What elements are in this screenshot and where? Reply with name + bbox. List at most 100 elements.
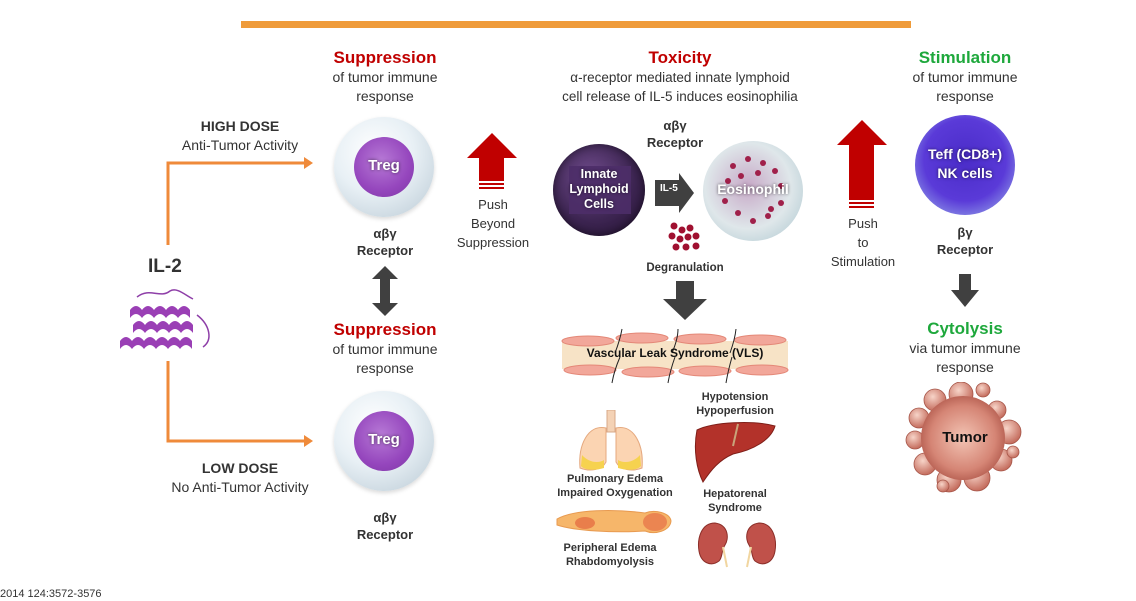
push-to-label: Push to Stimulation xyxy=(818,214,908,271)
suppression-top-line1: of tumor immune xyxy=(332,69,438,85)
kidneys-icon xyxy=(698,522,776,568)
receptor-greek: αβγ xyxy=(373,510,397,525)
bidirectional-arrow-icon xyxy=(372,266,398,316)
high-dose-title: HIGH DOSE xyxy=(200,118,280,134)
low-dose-arrow xyxy=(166,361,313,447)
toxicity-title: Toxicity xyxy=(648,48,712,67)
receptor-greek: αβγ xyxy=(373,226,397,241)
peripheral-line1: Peripheral Edema xyxy=(563,542,657,554)
low-dose-subtitle: No Anti-Tumor Activity xyxy=(171,479,309,495)
high-dose-label: HIGH DOSE Anti-Tumor Activity xyxy=(150,116,330,155)
high-dose-arrow xyxy=(166,157,313,245)
treg-bottom-label: Treg xyxy=(368,431,400,448)
innate-lymphoid-cell: Innate Lymphoid Cells xyxy=(553,144,645,236)
receptor-label: Receptor xyxy=(356,527,414,542)
stimulation-title: Stimulation xyxy=(918,48,1012,67)
receptor-label: Receptor xyxy=(356,243,414,258)
push-beyond-red-arrow-icon xyxy=(467,133,517,189)
toxicity-receptor: αβγ Receptor xyxy=(625,117,725,151)
receptor-greek: αβγ xyxy=(663,118,687,133)
arm-icon xyxy=(556,510,672,534)
suppression-bottom-heading: Suppression of tumor immune response xyxy=(305,320,465,378)
low-dose-title: LOW DOSE xyxy=(201,460,279,476)
toxicity-heading: Toxicity α-receptor mediated innate lymp… xyxy=(535,48,825,106)
toxicity-line2: cell release of IL-5 induces eosinophili… xyxy=(562,89,798,104)
ilc-label-2: Lymphoid xyxy=(569,182,629,196)
push-beyond-line3: Suppression xyxy=(456,235,530,250)
pulmonary-line1: Pulmonary Edema xyxy=(567,473,663,485)
degranulation-label: Degranulation xyxy=(646,262,724,274)
lungs-icon xyxy=(579,410,643,471)
hepatorenal-line2: Syndrome xyxy=(708,502,762,514)
down-arrow-icon xyxy=(951,274,979,307)
pulmonary-label: Pulmonary Edema Impaired Oxygenation xyxy=(545,472,685,500)
hepatorenal-label: Hepatorenal Syndrome xyxy=(680,487,790,515)
peripheral-line2: Rhabdomyolysis xyxy=(565,556,655,568)
stimulation-heading: Stimulation of tumor immune response xyxy=(885,48,1045,106)
suppression-top-heading: Suppression of tumor immune response xyxy=(305,48,465,106)
eosinophil-granules xyxy=(722,156,784,224)
treg-nucleus xyxy=(354,137,414,197)
stimulation-line1: of tumor immune xyxy=(912,69,1018,85)
eosinophil-cell: Eosinophil xyxy=(703,141,803,241)
suppression-top-title: Suppression xyxy=(333,48,437,67)
push-to-line1: Push xyxy=(848,216,878,231)
receptor-label: Receptor xyxy=(936,242,994,257)
receptor-label: Receptor xyxy=(646,135,704,150)
teff-label-2: NK cells xyxy=(937,165,993,181)
top-divider-bar xyxy=(241,21,911,28)
treg-top-label: Treg xyxy=(368,157,400,174)
vascular-vessel-icon xyxy=(561,328,789,384)
citation-text: 2014 124:3572-3576 xyxy=(0,588,102,600)
push-to-line3: Stimulation xyxy=(830,254,896,269)
treg-nucleus xyxy=(354,411,414,471)
teff-nk-cell: Teff (CD8+) NK cells xyxy=(915,115,1015,215)
il5-label: IL-5 xyxy=(660,183,678,194)
treg-top-receptor: αβγ Receptor xyxy=(335,225,435,259)
il2-label: IL-2 xyxy=(148,256,182,277)
ilc-label-1: Innate xyxy=(580,167,618,181)
hepatorenal-line1: Hepatorenal xyxy=(703,488,767,500)
cytolysis-line2: response xyxy=(936,359,994,375)
il2-protein-icon xyxy=(120,289,210,349)
stimulation-line2: response xyxy=(936,88,994,104)
ilc-label-box xyxy=(569,166,631,214)
liver-icon xyxy=(694,422,776,483)
low-dose-label: LOW DOSE No Anti-Tumor Activity xyxy=(150,458,330,497)
hypotension-line1: Hypotension xyxy=(701,391,769,403)
tumor-icon xyxy=(905,382,1022,493)
vls-label: Vascular Leak Syndrome (VLS) xyxy=(586,346,764,360)
receptor-greek: βγ xyxy=(957,225,973,240)
teff-label: Teff (CD8+) NK cells xyxy=(915,145,1015,183)
suppression-top-line2: response xyxy=(356,88,414,104)
hypotension-label: Hypotension Hypoperfusion xyxy=(680,390,790,418)
push-to-line2: to xyxy=(857,235,869,250)
stimulation-receptor: βγ Receptor xyxy=(915,224,1015,258)
hypotension-line2: Hypoperfusion xyxy=(696,405,774,417)
cytolysis-line1: via tumor immune xyxy=(909,340,1021,356)
high-dose-subtitle: Anti-Tumor Activity xyxy=(181,137,299,153)
ilc-label-3: Cells xyxy=(584,197,614,211)
cytolysis-title: Cytolysis xyxy=(927,319,1003,338)
peripheral-label: Peripheral Edema Rhabdomyolysis xyxy=(545,541,675,569)
il5-arrow-icon xyxy=(655,173,694,213)
pulmonary-line2: Impaired Oxygenation xyxy=(557,487,673,499)
push-beyond-label: Push Beyond Suppression xyxy=(448,195,538,252)
ilc-label: Innate Lymphoid Cells xyxy=(553,167,645,212)
suppression-bottom-line1: of tumor immune xyxy=(332,341,438,357)
toxicity-line1: α-receptor mediated innate lymphoid xyxy=(570,70,790,85)
degranulation-granules-icon xyxy=(668,222,700,251)
push-beyond-line2: Beyond xyxy=(470,216,516,231)
tumor-label: Tumor xyxy=(942,429,988,446)
cytolysis-heading: Cytolysis via tumor immune response xyxy=(885,319,1045,377)
push-to-red-arrow-icon xyxy=(837,120,887,208)
push-beyond-line1: Push xyxy=(478,197,508,212)
treg-bottom-receptor: αβγ Receptor xyxy=(335,509,435,543)
treg-cell-top: Treg xyxy=(334,117,434,217)
treg-cell-bottom: Treg xyxy=(334,391,434,491)
down-arrow-icon xyxy=(663,281,707,320)
suppression-bottom-line2: response xyxy=(356,360,414,376)
eosinophil-label: Eosinophil xyxy=(717,181,789,197)
teff-label-1: Teff (CD8+) xyxy=(927,146,1003,162)
